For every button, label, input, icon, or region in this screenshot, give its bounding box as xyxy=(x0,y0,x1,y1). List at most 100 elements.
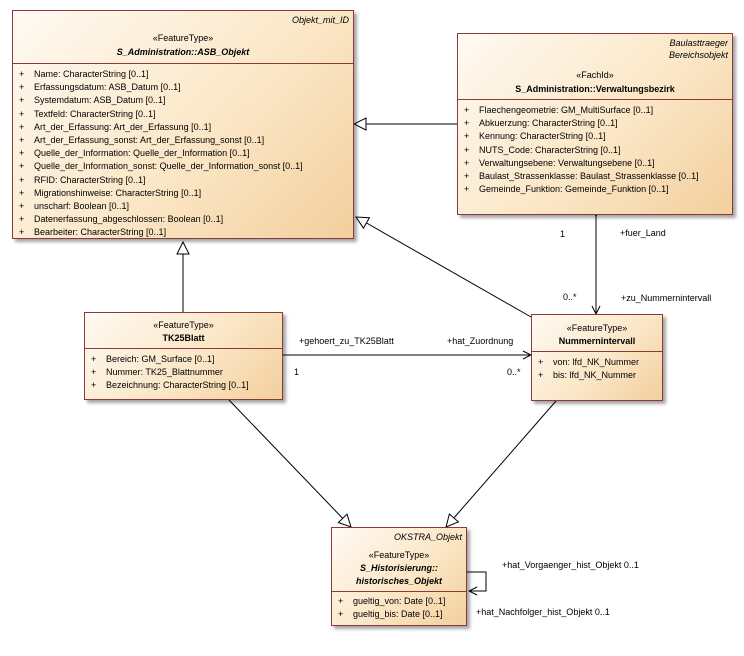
attribute-row[interactable]: + Migrationshinweise: CharacterString [0.… xyxy=(13,187,353,200)
generalization-ni-asb xyxy=(356,217,532,318)
attribute-row[interactable]: +Kennung: CharacterString [0..1] xyxy=(458,130,732,143)
attribute-text: Quelle_der_Information_sonst: Quelle_der… xyxy=(34,161,303,172)
attribute-text: Textfeld: CharacterString [0..1] xyxy=(34,108,156,119)
multiplicity-label: 0..* xyxy=(563,292,577,302)
attribute-text: bis: lfd_NK_Nummer xyxy=(553,370,637,381)
visibility-marker: + xyxy=(464,131,470,142)
visibility-marker: + xyxy=(338,596,344,606)
attribute-row[interactable]: +Flaechengeometrie: GM_MultiSurface [0..… xyxy=(458,104,732,117)
stereotype-label: «FeatureType» xyxy=(566,323,628,333)
stereotype-label: «FeatureType» xyxy=(152,33,214,43)
visibility-marker: + xyxy=(538,357,544,367)
multiplicity-label: 1 xyxy=(560,229,566,239)
class-historisches-objekt[interactable]: OKSTRA_Objekt «FeatureType» S_Historisie… xyxy=(331,527,467,626)
attribute-row[interactable]: +Abkuerzung: CharacterString [0..1] xyxy=(458,117,732,130)
attribute-text: Migrationshinweise: CharacterString [0..… xyxy=(34,187,202,198)
visibility-marker: + xyxy=(19,95,25,106)
attribute-row[interactable]: + Bearbeiter: CharacterString [0..1] xyxy=(13,226,353,239)
visibility-marker: + xyxy=(464,105,470,115)
attribute-row[interactable]: +unscharf: Boolean [0..1] xyxy=(13,200,353,213)
attribute-row[interactable]: +Nummer: TK25_Blattnummer xyxy=(85,366,282,379)
role-label-gehoert-zu-tk25blatt: +gehoert_zu_TK25Blatt xyxy=(299,336,394,346)
attribute-text: unscharf: Boolean [0..1] xyxy=(34,200,130,211)
visibility-marker: + xyxy=(19,227,25,238)
attribute-row[interactable]: +Systemdatum: ASB_Datum [0..1] xyxy=(13,94,353,107)
attribute-row[interactable]: + Bereich: GM_Surface [0..1] xyxy=(85,353,282,366)
attribute-text: Bearbeiter: CharacterString [0..1] xyxy=(34,227,167,238)
visibility-marker: + xyxy=(464,157,470,168)
attribute-text: Quelle_der_Information: Quelle_der_Infor… xyxy=(34,148,250,159)
visibility-marker: + xyxy=(464,184,470,195)
class-tk25blatt[interactable]: «FeatureType» TK25Blatt + Bereich: GM_Sur… xyxy=(84,312,283,400)
attribute-row[interactable]: +RFID: CharacterString [0..1] xyxy=(13,174,353,187)
visibility-marker: + xyxy=(19,69,25,79)
attribute-list: +Flaechengeometrie: GM_MultiSurface [0..… xyxy=(458,100,732,196)
stereotype-label: «FeatureType» xyxy=(153,320,214,330)
generalization-tk-ho xyxy=(228,399,351,527)
attribute-row[interactable]: + Quelle_der_Information: Quelle_der_Info… xyxy=(13,147,353,160)
visibility-marker: + xyxy=(91,380,97,391)
class-asb-objekt[interactable]: Objekt_mit_ID «FeatureType» S_Administra… xyxy=(12,10,354,239)
attribute-row[interactable]: +gueltig_von: Date [0..1] xyxy=(332,595,466,608)
attribute-row[interactable]: + Datenerfassung_abgeschlossen: Boolean [… xyxy=(13,213,353,226)
visibility-marker: + xyxy=(19,214,25,225)
tagged-value: Objekt_mit_ID xyxy=(291,15,349,25)
attribute-text: Art_der_Erfassung: Art_der_Erfassung [0.… xyxy=(34,121,212,132)
attribute-list: + Name: CharacterString [0..1] + Erfassungs… xyxy=(13,64,353,239)
attribute-row[interactable]: +Bezeichnung: CharacterString [0..1] xyxy=(85,379,282,392)
attribute-row[interactable]: +Textfeld: CharacterString [0..1] xyxy=(13,108,353,121)
attribute-row[interactable]: + Art_der_Erfassung: Art_der_Erfassung [0… xyxy=(13,121,353,134)
association-ho-self xyxy=(467,571,487,591)
role-label-vorgaenger: +hat_Vorgaenger_hist_Objekt 0..1 xyxy=(502,560,639,570)
attribute-row[interactable]: +Art_der_Erfassung_sonst: Art_der_Erfass… xyxy=(13,134,353,147)
class-header: OKSTRA_Objekt «FeatureType» S_Historisie… xyxy=(332,528,466,592)
attribute-text: NUTS_Code: CharacterString [0..1] xyxy=(479,144,621,155)
attribute-row[interactable]: +gueltig_bis: Date [0..1] xyxy=(332,608,466,621)
attribute-row[interactable]: +Baulast_Strassenklasse: Baulast_Strasse… xyxy=(458,170,732,183)
attribute-row[interactable]: +bis: lfd_NK_Nummer xyxy=(532,369,662,382)
class-verwaltungsbezirk[interactable]: Baulasttraeger Bereichsobjekt «FachId» S… xyxy=(457,33,733,215)
attribute-row[interactable]: + Erfassungsdatum: ASB_Datum [0..1] xyxy=(13,81,353,94)
visibility-marker: + xyxy=(19,82,25,93)
visibility-marker: + xyxy=(338,609,344,620)
class-name: S_Administration::ASB_Objekt xyxy=(116,47,250,57)
visibility-marker: + xyxy=(19,187,25,198)
class-name: S_Administration::Verwaltungsbezirk xyxy=(515,84,675,94)
attribute-text: Erfassungsdatum: ASB_Datum [0..1] xyxy=(34,82,181,93)
attribute-row[interactable]: +von: lfd_NK_Nummer xyxy=(532,356,662,369)
class-header: «FeatureType» TK25Blatt xyxy=(85,313,282,349)
class-name: TK25Blatt xyxy=(162,333,205,343)
attribute-text: Datenerfassung_abgeschlossen: Boolean [0… xyxy=(34,214,224,225)
visibility-marker: + xyxy=(464,144,470,155)
attribute-list: + Bereich: GM_Surface [0..1] +Nummer: TK25… xyxy=(85,349,282,393)
attribute-list: +von: lfd_NK_Nummer+bis: lfd_NK_Nummer xyxy=(532,352,662,382)
visibility-marker: + xyxy=(19,148,25,159)
class-header: Objekt_mit_ID «FeatureType» S_Administra… xyxy=(13,11,353,64)
attribute-text: Gemeinde_Funktion: Gemeinde_Funktion [0.… xyxy=(479,184,669,195)
attribute-row[interactable]: + NUTS_Code: CharacterString [0..1] xyxy=(458,144,732,157)
tagged-value-line: Bereichsobjekt xyxy=(668,50,728,60)
attribute-text: Abkuerzung: CharacterString [0..1] xyxy=(479,118,618,129)
visibility-marker: + xyxy=(91,354,97,364)
role-label-nachfolger: +hat_Nachfolger_hist_Objekt 0..1 xyxy=(476,607,610,617)
visibility-marker: + xyxy=(19,121,25,132)
class-header: Baulasttraeger Bereichsobjekt «FachId» S… xyxy=(458,34,732,100)
role-label-zu-nummernintervall: +zu_Nummernintervall xyxy=(621,293,712,303)
role-label-hat-zuordnung: +hat_Zuordnung xyxy=(447,336,514,346)
attribute-row[interactable]: + Gemeinde_Funktion: Gemeinde_Funktion [0… xyxy=(458,183,732,196)
visibility-marker: + xyxy=(464,170,470,181)
attribute-text: Name: CharacterString [0..1] xyxy=(34,69,149,79)
visibility-marker: + xyxy=(19,161,25,172)
attribute-row[interactable]: + Quelle_der_Information_sonst: Quelle_de… xyxy=(13,160,353,173)
visibility-marker: + xyxy=(19,174,25,185)
class-name-line: historisches_Objekt xyxy=(355,576,443,586)
attribute-text: Verwaltungsebene: Verwaltungsebene [0..1… xyxy=(479,157,655,168)
class-name-line: S_Historisierung:: xyxy=(359,563,438,573)
attribute-text: Art_der_Erfassung_sonst: Art_der_Erfassu… xyxy=(34,134,265,145)
multiplicity-label: 1 xyxy=(294,367,300,377)
attribute-row[interactable]: + Name: CharacterString [0..1] xyxy=(13,68,353,81)
class-nummernintervall[interactable]: «FeatureType» Nummernintervall +von: lfd… xyxy=(531,314,663,401)
attribute-row[interactable]: + Verwaltungsebene: Verwaltungsebene [0..… xyxy=(458,157,732,170)
attribute-text: Bereich: GM_Surface [0..1] xyxy=(106,354,215,364)
